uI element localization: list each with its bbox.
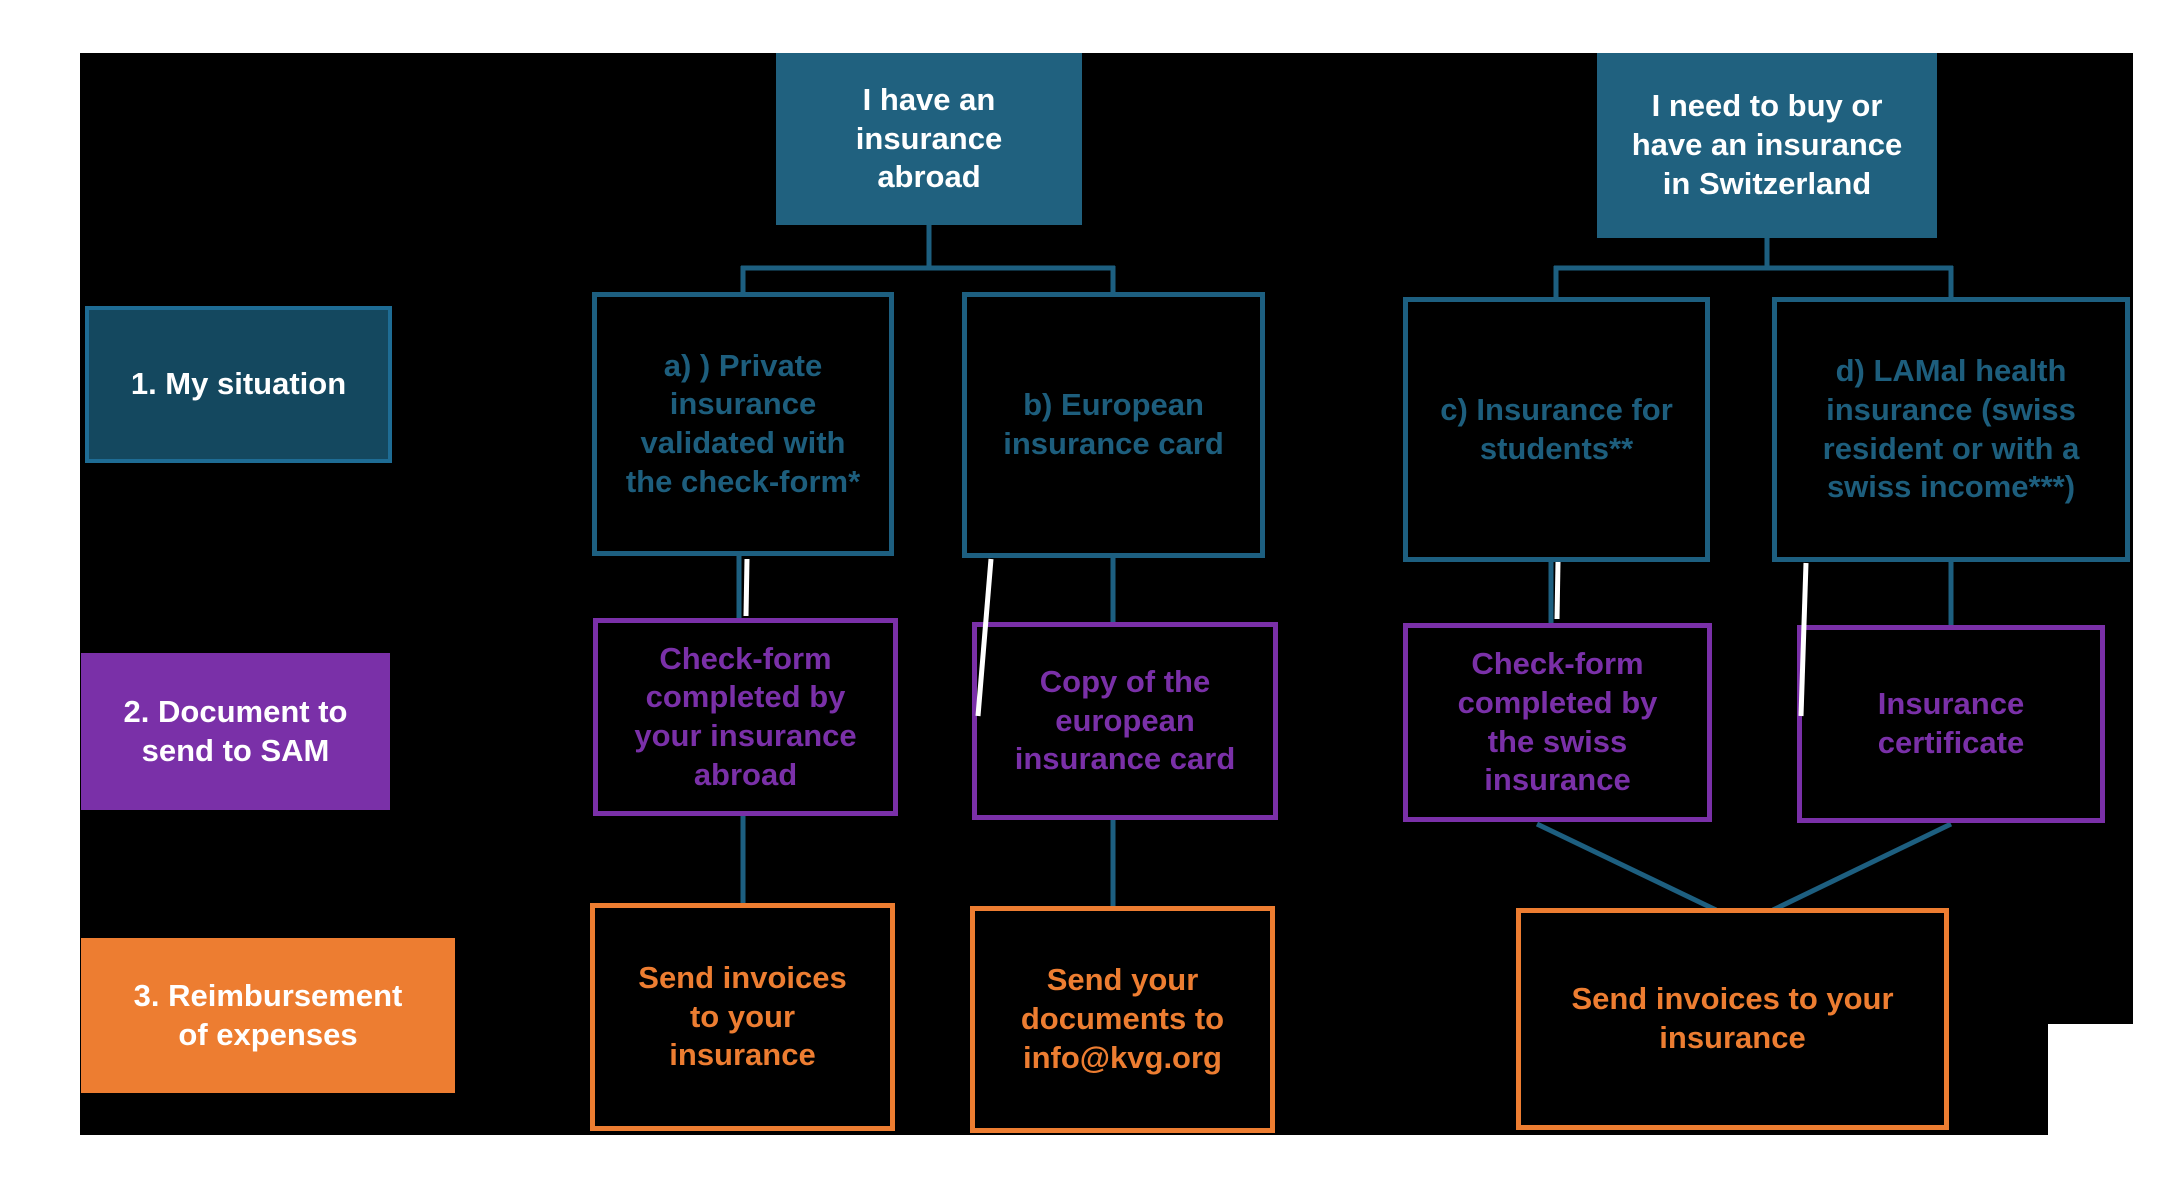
row-label-reimbursement-text: 3. Reimbursement of expenses: [133, 977, 403, 1052]
row-label-document-to-send: 2. Document to send to SAM: [81, 653, 390, 810]
situation-box-b-european-card: b) European insurance card: [962, 292, 1265, 558]
row-label-my-situation-text: 1. My situation: [130, 366, 347, 402]
reimbursement-box-documents-kvg: Send your documents to info@kvg.org: [970, 906, 1275, 1133]
document-box-copy-european-card: Copy of the european insurance card: [972, 622, 1278, 820]
header-insurance-switzerland: I need to buy or have an insurance in Sw…: [1597, 53, 1937, 238]
document-box-insurance-certificate-text: Insurance certificate: [1877, 686, 2025, 760]
situation-box-b-text: b) European insurance card: [1003, 387, 1224, 461]
row-label-my-situation: 1. My situation: [85, 306, 392, 463]
row-label-reimbursement: 3. Reimbursement of expenses: [81, 938, 455, 1093]
situation-box-c-students: c) Insurance for students**: [1403, 297, 1710, 562]
header-insurance-switzerland-label: I need to buy or have an insurance in Sw…: [1631, 88, 1903, 201]
document-box-checkform-abroad: Check-form completed by your insurance a…: [593, 618, 898, 816]
situation-box-c-text: c) Insurance for students**: [1440, 391, 1673, 466]
row-label-document-to-send-text: 2. Document to send to SAM: [123, 693, 348, 768]
document-box-checkform-abroad-text: Check-form completed by your insurance a…: [634, 640, 857, 792]
reimbursement-box-invoices-insurance: Send invoices to your insurance: [590, 903, 895, 1131]
situation-box-a-private-insurance: a) ) Private insurance validated with th…: [592, 292, 894, 556]
document-box-checkform-swiss-text: Check-form completed by the swiss insura…: [1457, 646, 1658, 798]
document-box-checkform-swiss: Check-form completed by the swiss insura…: [1403, 623, 1712, 822]
header-insurance-abroad: I have an insurance abroad: [776, 53, 1082, 225]
document-box-insurance-certificate: Insurance certificate: [1797, 625, 2105, 823]
situation-box-d-text: d) LAMal health insurance (swiss residen…: [1822, 353, 2080, 505]
reimbursement-box-invoices-insurance-text: Send invoices to your insurance: [638, 959, 847, 1073]
reimbursement-box-documents-kvg-text: Send your documents to info@kvg.org: [1020, 962, 1225, 1075]
reimbursement-box-invoices-insurance-shared: Send invoices to your insurance: [1516, 908, 1949, 1130]
header-insurance-abroad-label: I have an insurance abroad: [855, 81, 1003, 195]
situation-box-d-lamal: d) LAMal health insurance (swiss residen…: [1772, 297, 2130, 562]
canvas-corner-notch: [2048, 1024, 2176, 1185]
document-box-copy-european-card-text: Copy of the european insurance card: [1014, 663, 1236, 777]
reimbursement-box-invoices-insurance-shared-text: Send invoices to your insurance: [1571, 981, 1894, 1055]
situation-box-a-text: a) ) Private insurance validated with th…: [625, 347, 861, 499]
